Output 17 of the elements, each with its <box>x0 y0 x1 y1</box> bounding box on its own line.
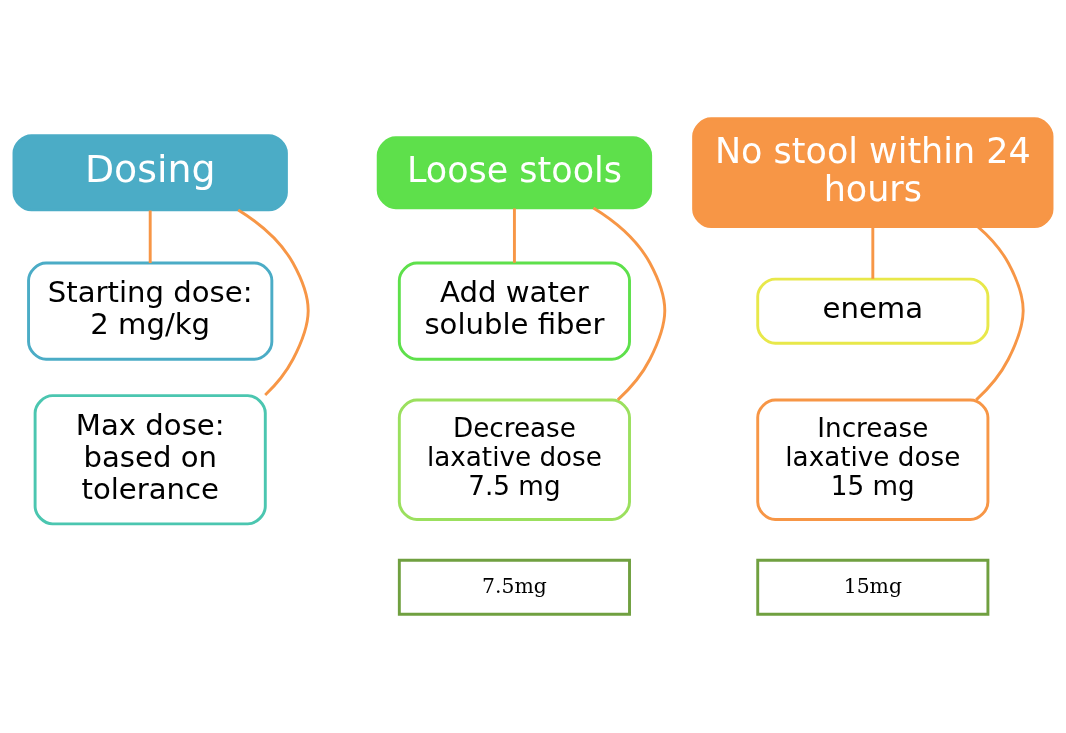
node-box: Decrease laxative dose 7.5 mg <box>397 398 631 521</box>
connector <box>592 206 667 401</box>
node-box: 7.5mg <box>397 558 631 616</box>
node-box: Increase laxative dose 15 mg <box>756 398 990 521</box>
connector <box>237 208 310 397</box>
node-box: Starting dose: 2 mg/kg <box>27 261 274 361</box>
node-box: 15mg <box>756 558 990 616</box>
connector <box>871 226 875 279</box>
node-box: enema <box>756 277 990 345</box>
node-box: Max dose: based on tolerance <box>33 394 267 526</box>
connector <box>148 210 152 264</box>
connector <box>512 208 516 263</box>
node-box: No stool within 24 hours <box>692 117 1054 229</box>
connector <box>975 225 1025 401</box>
node-box: Dosing <box>12 134 288 212</box>
node-box: Add water soluble fiber <box>397 261 631 361</box>
node-box: Loose stools <box>376 136 653 210</box>
